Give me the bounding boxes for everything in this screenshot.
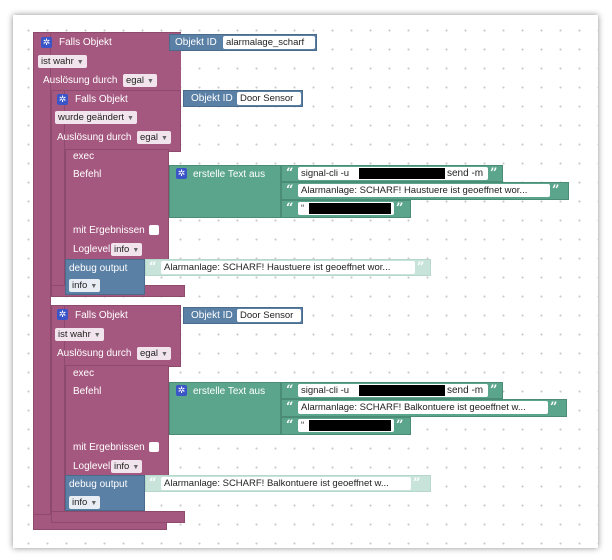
debug2-level-dropdown[interactable]: info▼ bbox=[69, 496, 101, 509]
caret-down-icon: ▼ bbox=[132, 464, 140, 471]
open-quote-icon: “ bbox=[286, 166, 294, 181]
exec1-block[interactable] bbox=[65, 149, 169, 261]
caret-down-icon: ▼ bbox=[76, 59, 84, 66]
workspace-canvas[interactable]: ✲ Falls Objekt ist wahr▼ Auslösung durch… bbox=[13, 15, 598, 548]
exec1-label: exec bbox=[73, 151, 95, 162]
gear-icon[interactable]: ✲ bbox=[41, 37, 52, 48]
caret-down-icon: ▼ bbox=[132, 247, 140, 254]
outer-trigger-title: Falls Objekt bbox=[59, 37, 112, 48]
caret-down-icon: ▼ bbox=[146, 78, 154, 85]
text-join2-block[interactable] bbox=[169, 382, 281, 435]
exec2-ergebnis-label: mit Ergebnissen bbox=[73, 442, 145, 453]
close-quote-icon: ” bbox=[490, 166, 498, 181]
text1-message-field[interactable]: Alarmanlage: SCHARF! Haustuere ist geoef… bbox=[298, 184, 550, 197]
open-quote-icon: “ bbox=[286, 418, 294, 433]
text2-message-field[interactable]: Alarmanlage: SCHARF! Balkontuere ist geo… bbox=[298, 401, 548, 414]
inner2-objekt-label: Objekt ID bbox=[191, 310, 233, 321]
inner1-objekt-field[interactable]: Door Sensor bbox=[237, 92, 301, 105]
open-quote-icon: “ bbox=[286, 383, 294, 398]
inner1-trigger-value-dropdown[interactable]: egal▼ bbox=[137, 131, 171, 144]
gear-icon[interactable]: ✲ bbox=[57, 309, 68, 320]
text-join1-label: erstelle Text aus bbox=[193, 169, 266, 180]
redacted-recipient bbox=[309, 420, 391, 431]
exec2-block[interactable] bbox=[65, 365, 169, 477]
gear-icon[interactable]: ✲ bbox=[176, 168, 187, 179]
inner1-condition-dropdown[interactable]: wurde geändert▼ bbox=[55, 111, 137, 124]
redacted-phone bbox=[359, 385, 445, 396]
redacted-phone bbox=[359, 168, 445, 179]
exec1-loglevel-dropdown[interactable]: info▼ bbox=[111, 243, 143, 256]
caret-down-icon: ▼ bbox=[90, 500, 98, 507]
close-quote-icon: ” bbox=[550, 400, 558, 415]
debug2-label: debug output bbox=[69, 479, 128, 490]
text1-cmd-part2: send -m bbox=[447, 168, 484, 179]
inner2-condition-dropdown[interactable]: ist wahr▼ bbox=[55, 328, 104, 341]
debug2-block[interactable] bbox=[65, 475, 145, 511]
outer-objekt-field[interactable]: alarmalage_scharf bbox=[223, 36, 315, 49]
text-join2-label: erstelle Text aus bbox=[193, 386, 266, 397]
close-quote-icon: ” bbox=[552, 183, 560, 198]
caret-down-icon: ▼ bbox=[160, 135, 168, 142]
inner2-title: Falls Objekt bbox=[75, 310, 128, 321]
caret-down-icon: ▼ bbox=[90, 283, 98, 290]
inner1-title: Falls Objekt bbox=[75, 94, 128, 105]
close-quote-icon: ” bbox=[396, 201, 404, 216]
caret-down-icon: ▼ bbox=[160, 351, 168, 358]
exec1-ergebnis-label: mit Ergebnissen bbox=[73, 225, 145, 236]
inner1-objekt-label: Objekt ID bbox=[191, 93, 233, 104]
inner2-footer bbox=[51, 511, 185, 523]
debug1-label: debug output bbox=[69, 263, 128, 274]
gear-icon[interactable]: ✲ bbox=[176, 385, 187, 396]
close-quote-icon: ” bbox=[490, 383, 498, 398]
close-quote-icon: ” bbox=[413, 476, 421, 491]
exec2-befehl-label: Befehl bbox=[73, 386, 102, 397]
outer-trigger-condition-dropdown[interactable]: ist wahr▼ bbox=[38, 55, 87, 68]
outer-trigger-label: Auslösung durch bbox=[43, 75, 118, 86]
inner2-trigger-value-dropdown[interactable]: egal▼ bbox=[137, 347, 171, 360]
text-join1-block[interactable] bbox=[169, 165, 281, 218]
debug1-level-dropdown[interactable]: info▼ bbox=[69, 279, 101, 292]
inner1-trigger-label: Auslösung durch bbox=[57, 132, 132, 143]
debug2-message-field[interactable]: Alarmanlage: SCHARF! Balkontuere ist geo… bbox=[161, 477, 411, 490]
exec1-loglevel-label: Loglevel bbox=[73, 244, 111, 255]
outer-objekt-label: Objekt ID bbox=[175, 37, 217, 48]
inner2-trigger-label: Auslösung durch bbox=[57, 348, 132, 359]
caret-down-icon: ▼ bbox=[93, 332, 101, 339]
exec2-ergebnis-checkbox[interactable] bbox=[149, 442, 159, 452]
exec2-loglevel-label: Loglevel bbox=[73, 461, 111, 472]
exec1-befehl-label: Befehl bbox=[73, 169, 102, 180]
close-quote-icon: ” bbox=[417, 260, 425, 275]
caret-down-icon: ▼ bbox=[127, 115, 134, 122]
outer-trigger-spine bbox=[33, 32, 51, 530]
close-quote-icon: ” bbox=[396, 418, 404, 433]
exec1-ergebnis-checkbox[interactable] bbox=[149, 225, 159, 235]
exec2-loglevel-dropdown[interactable]: info▼ bbox=[111, 460, 143, 473]
outer-trigger-value-dropdown[interactable]: egal▼ bbox=[123, 74, 157, 87]
open-quote-icon: “ bbox=[149, 260, 157, 275]
text2-cmd-part2: send -m bbox=[447, 385, 484, 396]
gear-icon[interactable]: ✲ bbox=[57, 94, 68, 105]
open-quote-icon: “ bbox=[149, 476, 157, 491]
redacted-recipient bbox=[309, 203, 391, 214]
exec2-label: exec bbox=[73, 368, 95, 379]
open-quote-icon: “ bbox=[286, 183, 294, 198]
debug1-message-field[interactable]: Alarmanlage: SCHARF! Haustuere ist geoef… bbox=[161, 261, 415, 274]
open-quote-icon: “ bbox=[286, 201, 294, 216]
inner2-objekt-field[interactable]: Door Sensor bbox=[237, 309, 301, 322]
open-quote-icon: “ bbox=[286, 400, 294, 415]
